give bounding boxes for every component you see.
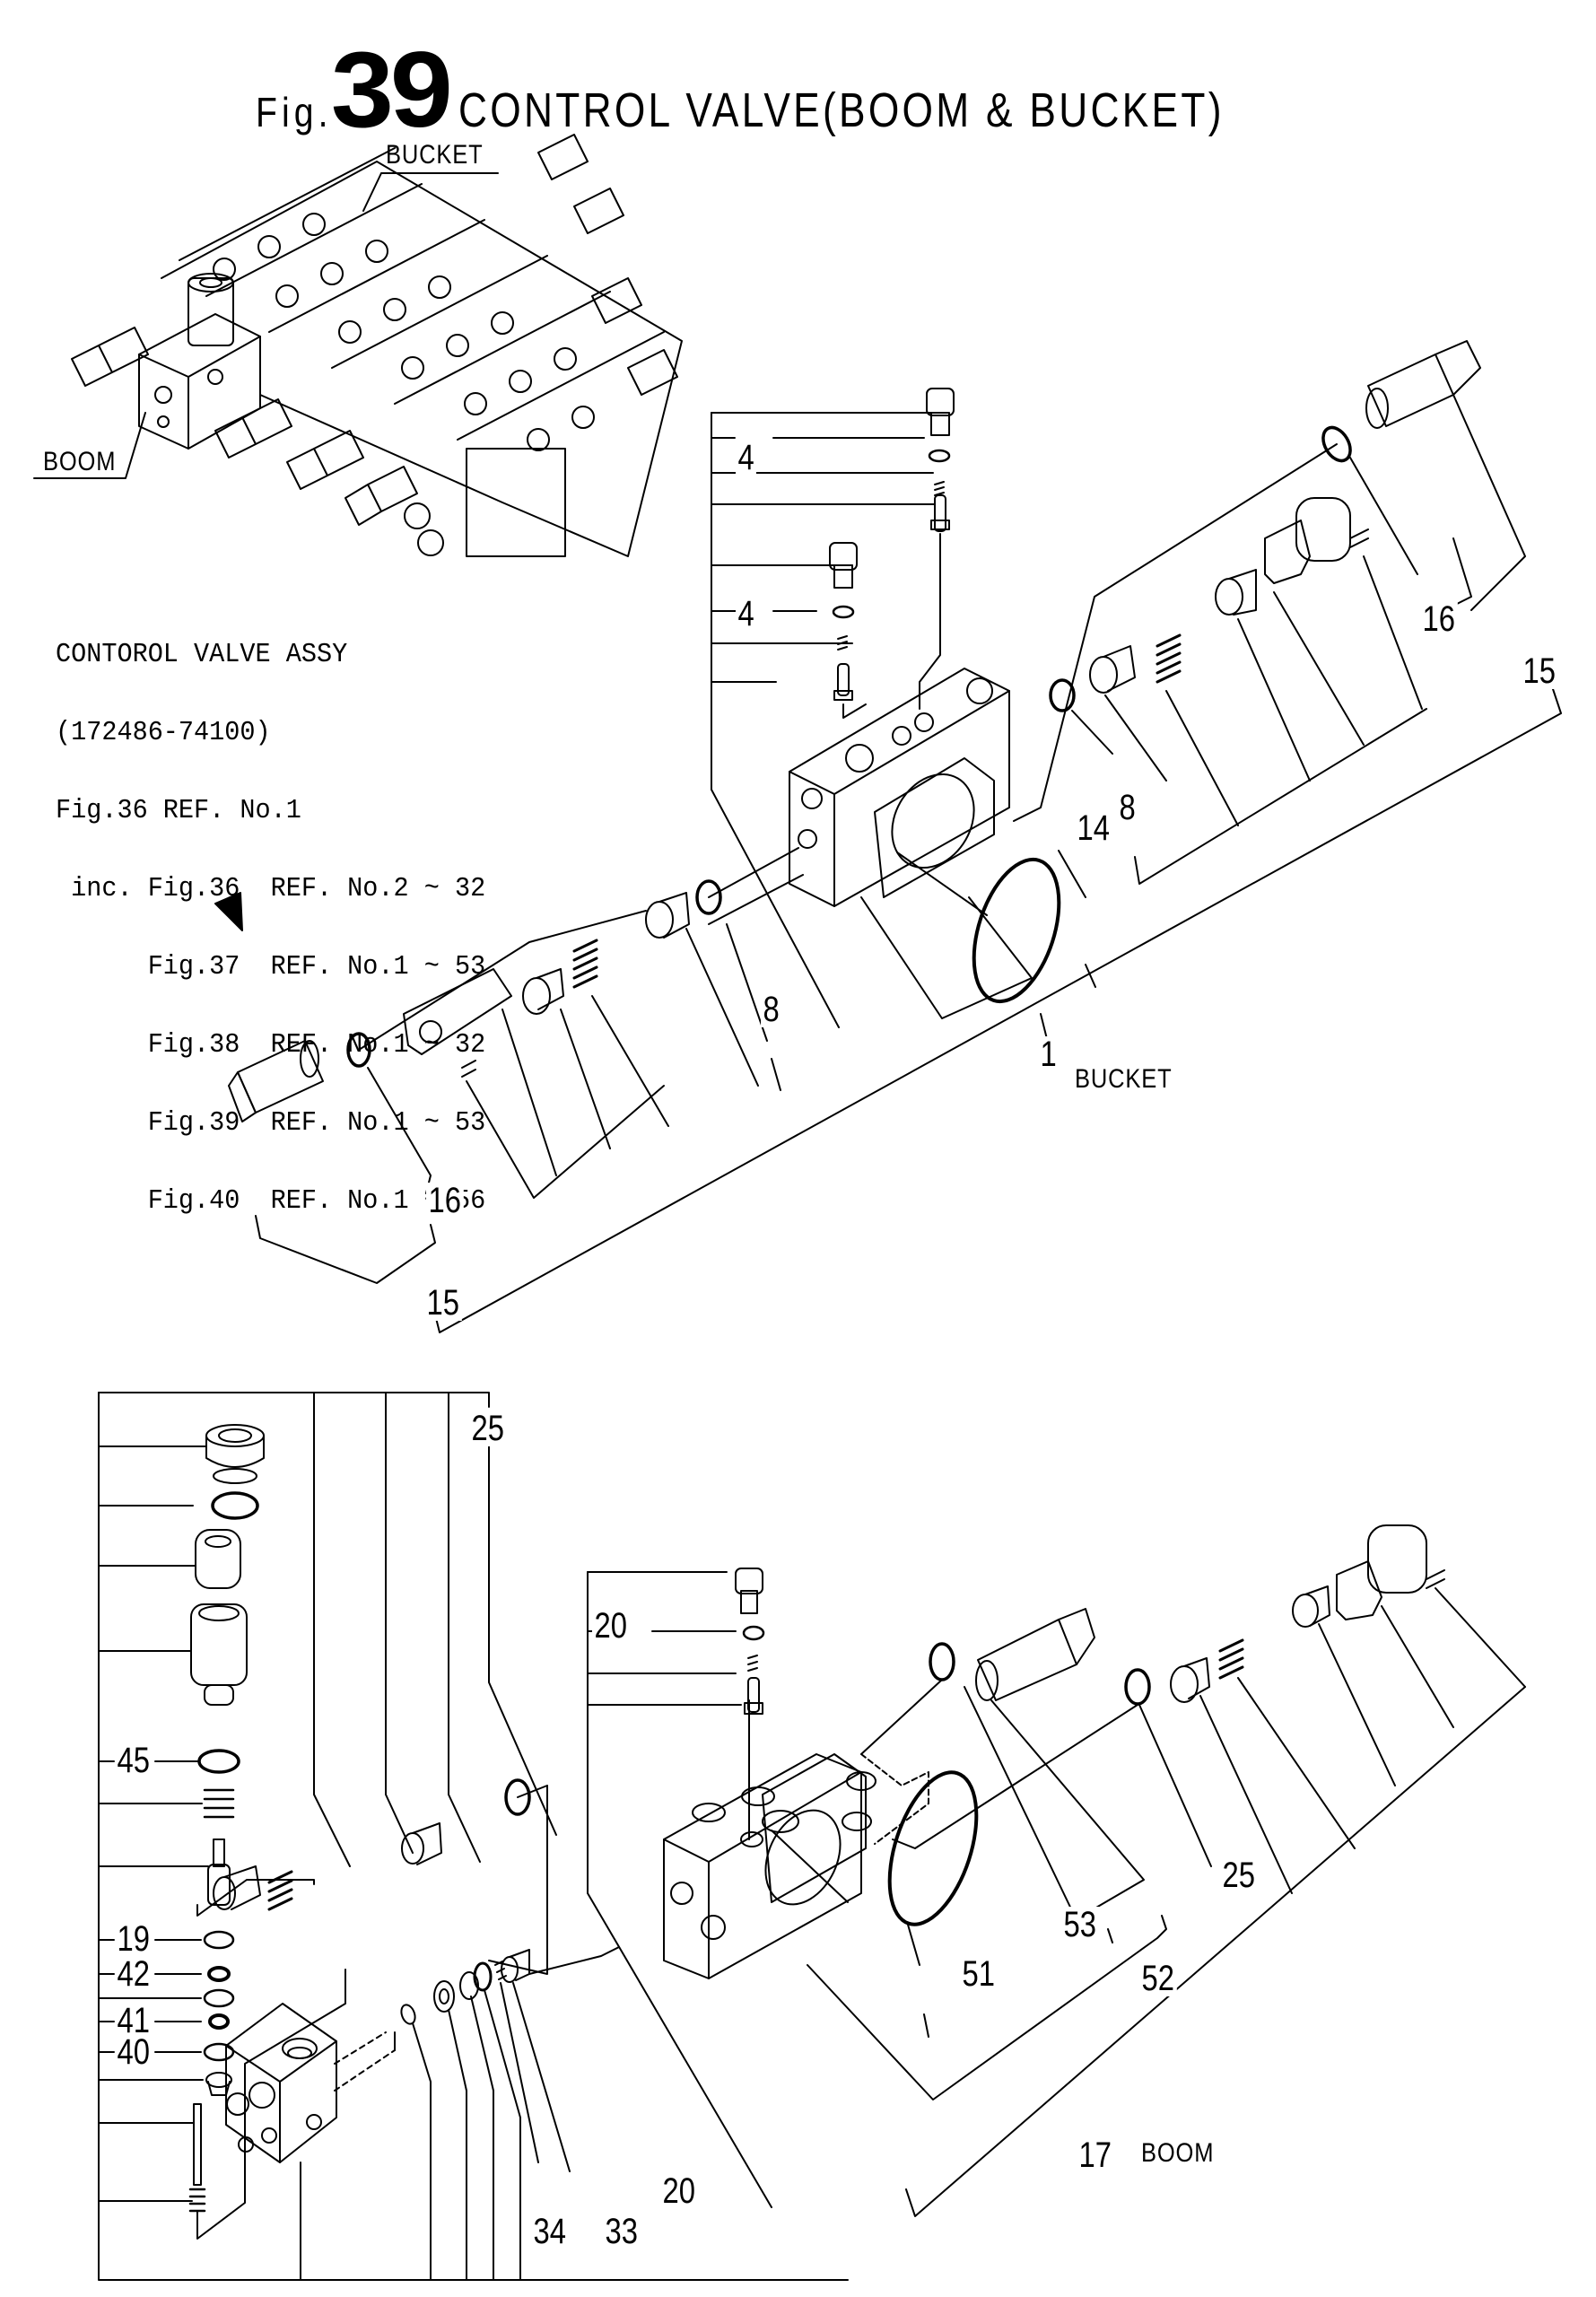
- relief-valve-boom: [976, 1609, 1095, 1700]
- figure-number: 39: [330, 30, 453, 150]
- callout-8-left: 8: [761, 991, 782, 1027]
- callout-53: 53: [1061, 1907, 1099, 1943]
- assembly-note-line: Fig.39 REF. No.1 ~ 53: [56, 1107, 486, 1139]
- oring-25-right: [1126, 1670, 1149, 1704]
- boom-pilot-block: [226, 2004, 395, 2280]
- callout-41: 41: [115, 2003, 153, 2039]
- oring-16-left: [348, 1034, 370, 1066]
- callout-16-right: 16: [1420, 601, 1458, 637]
- bucket-section-label: BUCKET: [1075, 1064, 1173, 1094]
- assembly-note-line: (172486-74100): [56, 717, 271, 748]
- figure-title: Fig. 39 CONTROL VALVE(BOOM & BUCKET): [256, 36, 1392, 144]
- callout-16-left: 16: [426, 1183, 464, 1218]
- callout-25-top: 25: [469, 1411, 507, 1446]
- callout-20-lower: 20: [660, 2173, 698, 2209]
- oring-14: [958, 849, 1076, 1012]
- callout-4-upper: 4: [736, 440, 757, 476]
- assembly-note-line: Fig.40 REF. No.1 ~ 56: [56, 1185, 486, 1217]
- callout-42: 42: [115, 1956, 153, 1992]
- boom-exploded-view: [99, 1393, 1525, 2280]
- assembly-note-line: inc. Fig.36 REF. No.2 ~ 32: [56, 873, 486, 904]
- callout-1: 1: [1038, 1036, 1060, 1072]
- boom-section-label: BOOM: [1141, 2138, 1215, 2168]
- figure-prefix: Fig.: [256, 89, 333, 135]
- figure-title-text: CONTROL VALVE(BOOM & BUCKET): [458, 83, 1225, 137]
- callout-14: 14: [1075, 810, 1112, 846]
- boom-frame-line: [99, 1393, 848, 2280]
- overview-boom-label: BOOM: [43, 447, 117, 476]
- item4-tree-line: [711, 413, 839, 1027]
- overview-assembly-illustration: [34, 135, 682, 556]
- boom-valve-body: [664, 1700, 929, 1978]
- assembly-note-line: CONTOROL VALVE ASSY: [56, 639, 348, 670]
- oring-51: [873, 1761, 993, 1935]
- callout-33: 33: [603, 2214, 641, 2249]
- assembly-note-line: Fig.38 REF. No.1 ~ 32: [56, 1029, 486, 1061]
- oring-8-left: [697, 881, 720, 913]
- inlet-block: [139, 314, 260, 449]
- callout-51: 51: [960, 1956, 998, 1992]
- callout-4-lower: 4: [736, 596, 757, 632]
- boom-left-parts-column: [99, 1425, 345, 2239]
- boom-leader-line: [34, 413, 145, 478]
- valve-section-stack: [72, 135, 682, 556]
- assembly-note-line: Fig.37 REF. No.1 ~ 53: [56, 951, 486, 983]
- assembly-note: CONTOROL VALVE ASSY (172486-74100) Fig.3…: [56, 590, 485, 1240]
- direction-arrow-icon: [215, 893, 242, 930]
- callout-40: 40: [115, 2034, 153, 2070]
- callout-17: 17: [1077, 2137, 1114, 2173]
- callout-20-plug: 20: [592, 1608, 630, 1644]
- oring-25-top: [506, 1780, 529, 1814]
- bucket-leader-line: [363, 173, 498, 211]
- callout-34: 34: [531, 2214, 569, 2249]
- callout-8-right: 8: [1117, 790, 1138, 825]
- bucket-exploded-view: [229, 341, 1561, 1332]
- callout-52: 52: [1139, 1961, 1177, 1996]
- overview-bucket-label: BUCKET: [386, 140, 484, 170]
- bucket-valve-body: [709, 668, 1009, 924]
- boom-plug-part: [588, 1568, 772, 2207]
- callout-15-left: 15: [424, 1285, 462, 1321]
- oring-53: [930, 1644, 954, 1680]
- oring-8-right: [1051, 680, 1074, 711]
- assembly-note-line: Fig.36 REF. No.1: [56, 795, 301, 826]
- relief-valve-left: [229, 1041, 323, 1122]
- callout-15-right: 15: [1521, 653, 1558, 689]
- callout-19: 19: [115, 1921, 153, 1957]
- callout-45: 45: [115, 1742, 153, 1778]
- callout-25-right: 25: [1220, 1857, 1258, 1893]
